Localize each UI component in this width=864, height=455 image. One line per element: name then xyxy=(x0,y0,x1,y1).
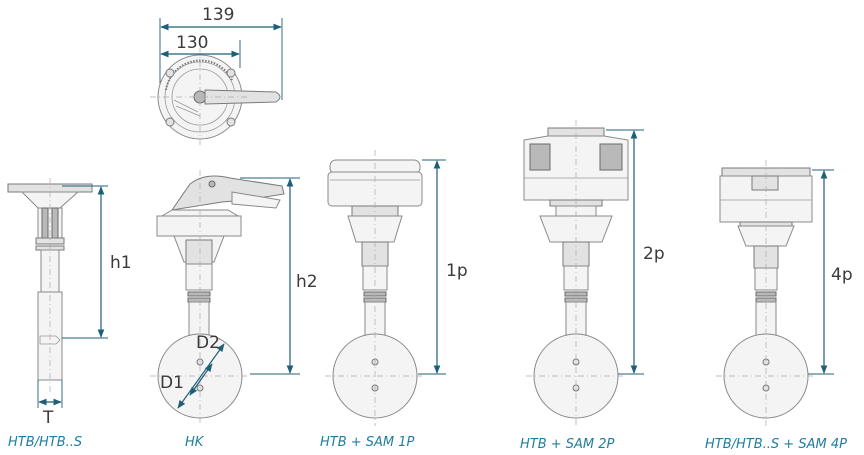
dimension-1p-label: 1p xyxy=(446,261,468,281)
dimension-h1-label: h1 xyxy=(110,253,132,273)
dimension-130-label: 130 xyxy=(176,33,208,53)
dimension-2p-label: 2p xyxy=(643,244,665,264)
dimension-4p-label: 4p xyxy=(831,265,853,285)
caption-hk: HK xyxy=(185,435,205,450)
top-view-drawing xyxy=(150,18,283,146)
caption-htb-sam-2p: HTB + SAM 2P xyxy=(520,437,615,452)
dimension-D1-label: D1 xyxy=(160,373,184,393)
htb-sam-1p-drawing xyxy=(325,150,446,426)
caption-htb-sam-4p: HTB/HTB..S + SAM 4P xyxy=(705,437,847,452)
hk-front-view-drawing xyxy=(150,170,300,426)
dimension-line-D1 xyxy=(189,363,213,396)
dimension-139-label: 139 xyxy=(202,5,234,25)
dimension-D2-label: D2 xyxy=(196,333,220,353)
dimension-h2-label: h2 xyxy=(296,272,318,292)
htb-sam-4p-drawing xyxy=(716,160,834,426)
htb-side-view-drawing xyxy=(7,178,108,408)
caption-htb-sam-1p: HTB + SAM 1P xyxy=(320,435,415,450)
caption-htb: HTB/HTB..S xyxy=(8,435,82,450)
dimension-T-label: T xyxy=(42,408,54,428)
htb-sam-2p-drawing xyxy=(523,120,644,426)
